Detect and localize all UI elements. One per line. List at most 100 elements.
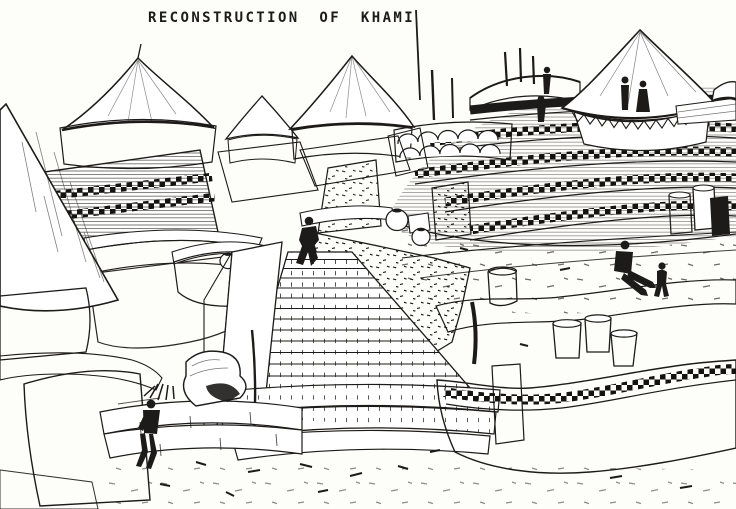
- figure-body: [296, 226, 319, 266]
- great-white-hut: [560, 28, 718, 152]
- roof-thatch-lines: [599, 31, 697, 105]
- terrace-edge-3: [414, 160, 736, 185]
- figure-body: [621, 85, 629, 110]
- bin-top: [610, 329, 638, 338]
- figure-body: [654, 269, 669, 297]
- bin-cluster-right: [668, 184, 730, 236]
- debris: [317, 489, 329, 493]
- figure-standing-lower: [537, 95, 546, 122]
- diamond-eave-band: [227, 134, 298, 164]
- figure-standing-hut-1: [621, 76, 629, 110]
- ground-scatter-field: [100, 460, 736, 509]
- boulder-shadow: [206, 383, 240, 402]
- grass-tuft: [143, 383, 175, 401]
- platform-rim: [0, 352, 163, 391]
- debris: [195, 461, 207, 466]
- terrace-floor: [386, 222, 736, 314]
- debris: [349, 472, 363, 477]
- roof-apex-spike: [137, 43, 142, 59]
- wall-buttress: [491, 363, 525, 445]
- wall-checker-row-1: [29, 172, 213, 203]
- right-foreground: [386, 184, 736, 474]
- checker-course-4: [444, 172, 736, 207]
- far-right-roof-edge: [711, 96, 736, 103]
- ground-debris: [100, 247, 736, 509]
- dark-corner-flecks: [432, 182, 471, 240]
- tall-pole: [415, 9, 421, 101]
- herringbone-eave-band: [59, 118, 217, 170]
- figure-standing-hut-2: [636, 80, 650, 112]
- hut-roof: [560, 28, 718, 122]
- debris: [429, 449, 441, 453]
- roof-thatch-lines: [329, 55, 391, 119]
- grain-bins: [552, 314, 638, 367]
- figure-arm: [138, 413, 149, 431]
- bin-top: [584, 314, 612, 323]
- figure-small-companion: [654, 262, 669, 297]
- scallop-wall-face: [393, 121, 513, 163]
- figure-body: [543, 74, 551, 94]
- lattice-wall-rim: [469, 74, 581, 99]
- stair-riser-ticks: [248, 252, 470, 388]
- figure-seated-right: [614, 240, 656, 296]
- bin-dark: [710, 196, 730, 236]
- debris: [609, 475, 623, 479]
- pole-1: [503, 51, 509, 87]
- floor-contour-1: [401, 231, 736, 259]
- figure-leg: [136, 433, 148, 467]
- figure-walking-stairs: [296, 216, 319, 266]
- corner-ground-hatch: [0, 469, 99, 509]
- pole-4: [430, 69, 436, 121]
- parapet-course-lines: [677, 103, 736, 119]
- roof-thatch-lines: [107, 59, 177, 123]
- pot-mouth: [416, 227, 426, 232]
- figure-standing-upper: [543, 66, 551, 94]
- debris: [159, 483, 171, 487]
- sloping-wall-band-2: [299, 135, 411, 187]
- eave-shadow: [61, 120, 215, 132]
- pole-3: [531, 55, 536, 85]
- wavy-ledge: [435, 279, 736, 333]
- debris: [247, 469, 261, 473]
- bin-top: [668, 191, 691, 199]
- boulder-hatch: [189, 359, 229, 377]
- barrel-top: [487, 266, 518, 276]
- floor-contour-2: [419, 249, 736, 279]
- cone-thatch-strokes: [21, 131, 105, 283]
- dark-barrel: [487, 266, 518, 307]
- figure-head: [146, 399, 156, 409]
- figure-torso: [614, 251, 633, 274]
- bin-top: [552, 319, 582, 328]
- checker-course-3: [414, 146, 736, 179]
- figure-head: [620, 240, 630, 250]
- debris: [459, 247, 469, 251]
- pot-mouth: [392, 208, 402, 213]
- center-walls: [217, 127, 472, 247]
- figure-leg: [146, 434, 157, 469]
- wall-course-line: [445, 379, 736, 411]
- courtyard: [99, 350, 303, 469]
- figure-seated-left: [136, 399, 160, 469]
- figure-head: [304, 216, 314, 226]
- figure-leg: [627, 270, 656, 288]
- pole-2: [518, 47, 523, 83]
- skyline-structures: [469, 28, 736, 152]
- dark-wedge: [387, 127, 429, 177]
- figure-head: [537, 95, 545, 103]
- debris-dashes: [159, 247, 693, 497]
- curved-brick-wall: [23, 369, 151, 507]
- figure-head: [658, 262, 666, 270]
- hut-herringbone: [59, 43, 217, 170]
- drawing-title: RECONSTRUCTION OF KHAMI: [148, 10, 415, 26]
- debris: [559, 267, 571, 271]
- debris: [679, 485, 693, 489]
- pole-5: [451, 77, 454, 119]
- great-cone-complex: [0, 102, 163, 509]
- herringbone-drum: [0, 287, 91, 361]
- bin-top: [692, 184, 715, 192]
- figure-body: [636, 89, 650, 112]
- figure-head: [639, 80, 647, 88]
- debris: [299, 463, 313, 468]
